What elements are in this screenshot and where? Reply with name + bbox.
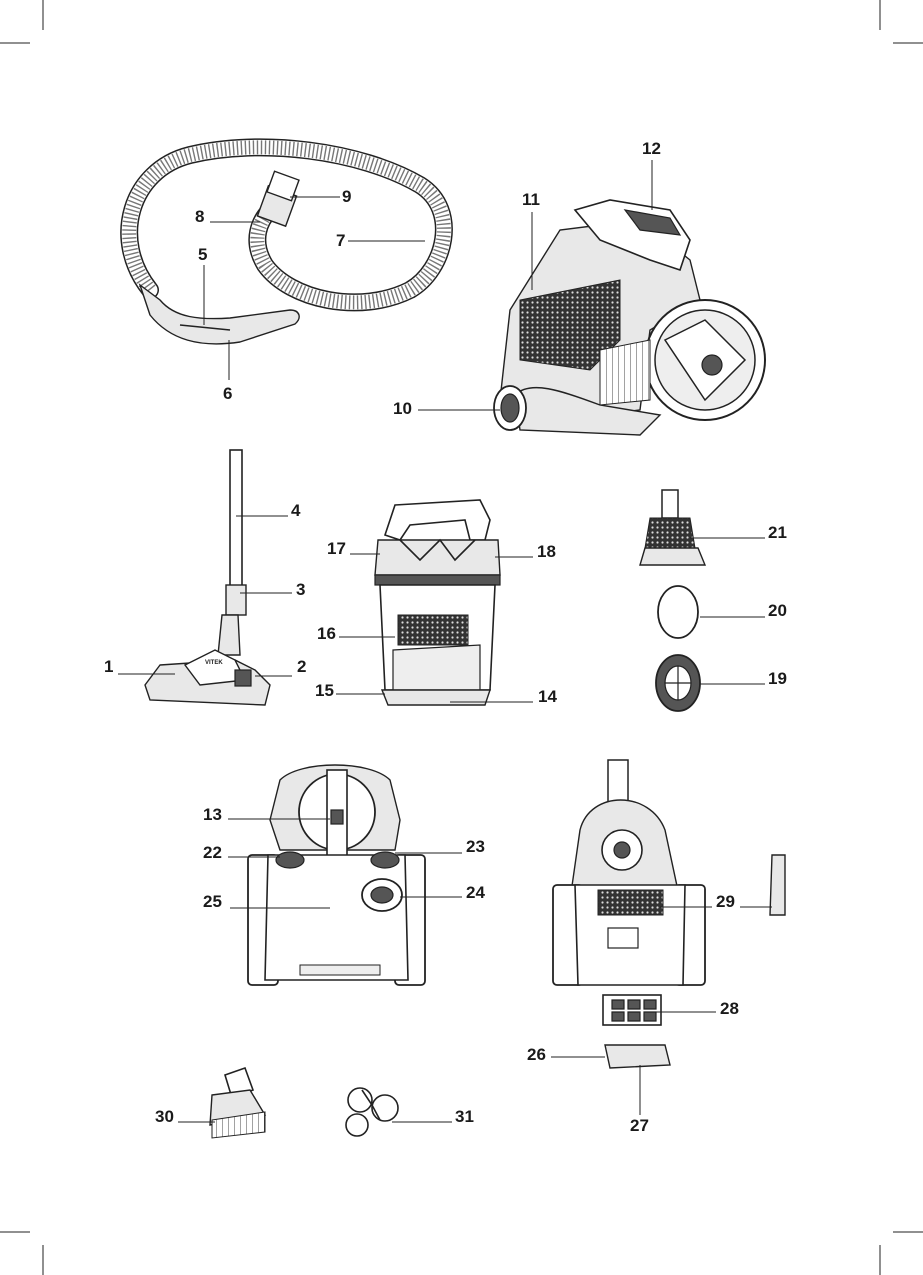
vacuum-unit-illustration xyxy=(493,199,766,436)
label-26: 26 xyxy=(527,1045,546,1064)
label-10: 10 xyxy=(393,399,412,418)
label-20: 20 xyxy=(768,601,787,620)
label-31: 31 xyxy=(455,1107,474,1126)
label-1: 1 xyxy=(104,657,114,676)
label-11: 11 xyxy=(522,190,540,209)
label-12: 12 xyxy=(642,139,661,158)
label-8: 8 xyxy=(195,207,205,226)
label-18: 18 xyxy=(537,542,556,561)
label-16: 16 xyxy=(317,624,336,643)
label-3: 3 xyxy=(296,580,306,599)
label-21: 21 xyxy=(768,523,787,542)
top-view-illustration xyxy=(247,764,426,986)
label-30: 30 xyxy=(155,1107,174,1126)
tube-and-floor-nozzle: VITEK xyxy=(144,449,271,706)
label-24: 24 xyxy=(466,883,485,902)
label-14: 14 xyxy=(538,687,557,706)
label-7: 7 xyxy=(336,231,346,250)
rear-view-illustration xyxy=(552,759,786,1069)
filters-illustration xyxy=(639,489,707,712)
label-25: 25 xyxy=(203,892,222,911)
accessories-illustration xyxy=(209,1066,399,1139)
label-19: 19 xyxy=(768,669,787,688)
label-9: 9 xyxy=(342,187,352,206)
label-29: 29 xyxy=(716,892,735,911)
label-27: 27 xyxy=(630,1116,649,1135)
label-13: 13 xyxy=(203,805,222,824)
hose-illustration xyxy=(120,138,453,345)
label-4: 4 xyxy=(291,501,301,520)
label-6: 6 xyxy=(223,384,233,403)
dust-container-illustration xyxy=(374,499,501,706)
leader-lines xyxy=(118,160,772,1123)
label-2: 2 xyxy=(297,657,307,676)
label-28: 28 xyxy=(720,999,739,1018)
label-22: 22 xyxy=(203,843,222,862)
label-15: 15 xyxy=(315,681,334,700)
label-17: 17 xyxy=(327,539,346,558)
label-23: 23 xyxy=(466,837,485,856)
label-5: 5 xyxy=(198,245,208,264)
nozzle-brand-text: VITEK xyxy=(205,660,223,666)
